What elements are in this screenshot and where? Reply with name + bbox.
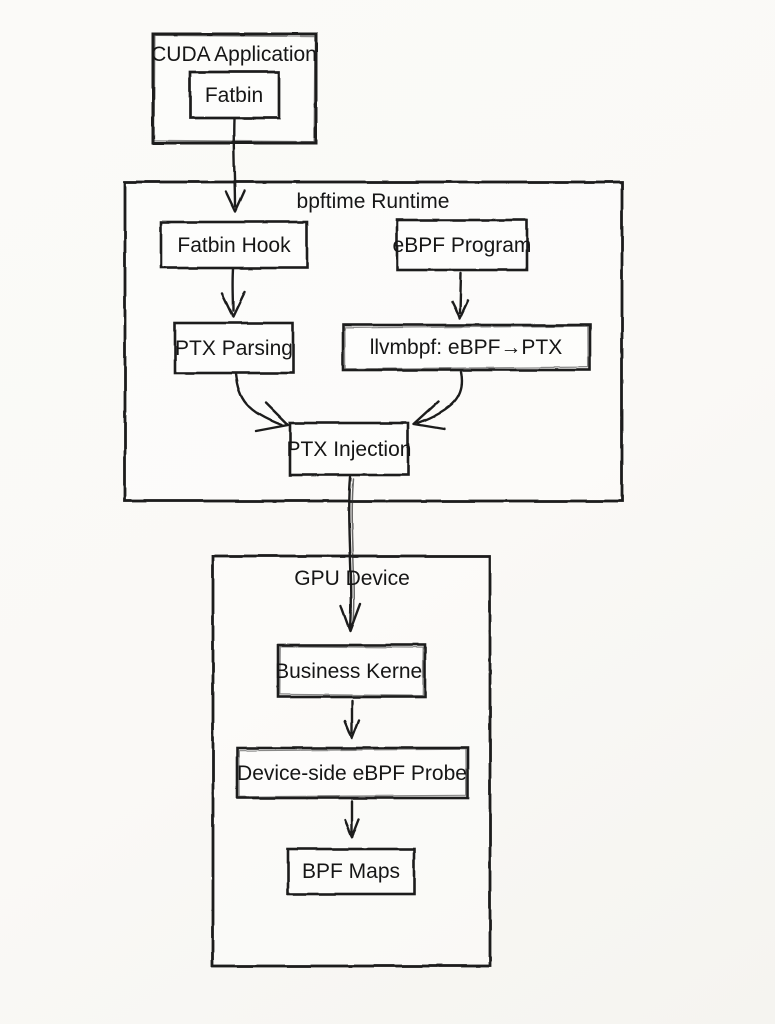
arrow-ptx-parsing-to-ptx-injection — [234, 372, 290, 433]
fatbin-hook-label: Fatbin Hook — [177, 234, 291, 257]
arrow-ptx-injection-to-business-kernel — [339, 475, 362, 633]
cuda-application-label: CUDA Application — [151, 43, 317, 66]
device-probe-label: Device-side eBPF Probe — [237, 762, 467, 785]
business-kernel-box-sketch-stroke — [279, 645, 424, 697]
arrow-llvmbpf-to-ptx-injection — [412, 370, 464, 431]
ptx-injection-box — [288, 421, 410, 477]
ptx-injection-label: PTX Injection — [287, 438, 412, 461]
ebpf-program-box — [395, 218, 529, 272]
ebpf-program-label: eBPF Program — [393, 234, 532, 257]
ptx-parsing-label: PTX Parsing — [175, 337, 293, 360]
arrow-fatbin-hook-to-ptx-parsing — [220, 267, 247, 319]
fatbin-hook-box — [159, 220, 309, 270]
bpf-maps-box — [286, 847, 416, 896]
bpf-maps-label: BPF Maps — [302, 860, 400, 883]
arrow-fatbin-to-fatbin-hook — [224, 117, 246, 213]
arrow-ptx-injection-to-business-kernel-sketch-stroke — [350, 478, 355, 623]
gpu-device-label: GPU Device — [294, 567, 410, 590]
bpftime-runtime-label: bpftime Runtime — [297, 190, 450, 213]
llvmbpf-box — [341, 323, 592, 372]
arrow-ebpf-program-to-llvmbpf — [450, 271, 470, 320]
arrow-business-kernel-to-device-probe — [343, 699, 361, 740]
llvmbpf-box-sketch-stroke — [344, 325, 589, 370]
ptx-parsing-box — [173, 321, 295, 375]
llvmbpf-label: llvmbpf: eBPF→PTX — [370, 336, 563, 359]
business-kernel-label: Business Kernel — [275, 660, 427, 683]
device-probe-box — [235, 746, 470, 800]
arrow-device-probe-to-bpf-maps — [343, 799, 361, 839]
fatbin-label: Fatbin — [205, 84, 263, 107]
business-kernel-box — [276, 643, 427, 699]
device-probe-box-sketch-stroke — [238, 748, 467, 798]
